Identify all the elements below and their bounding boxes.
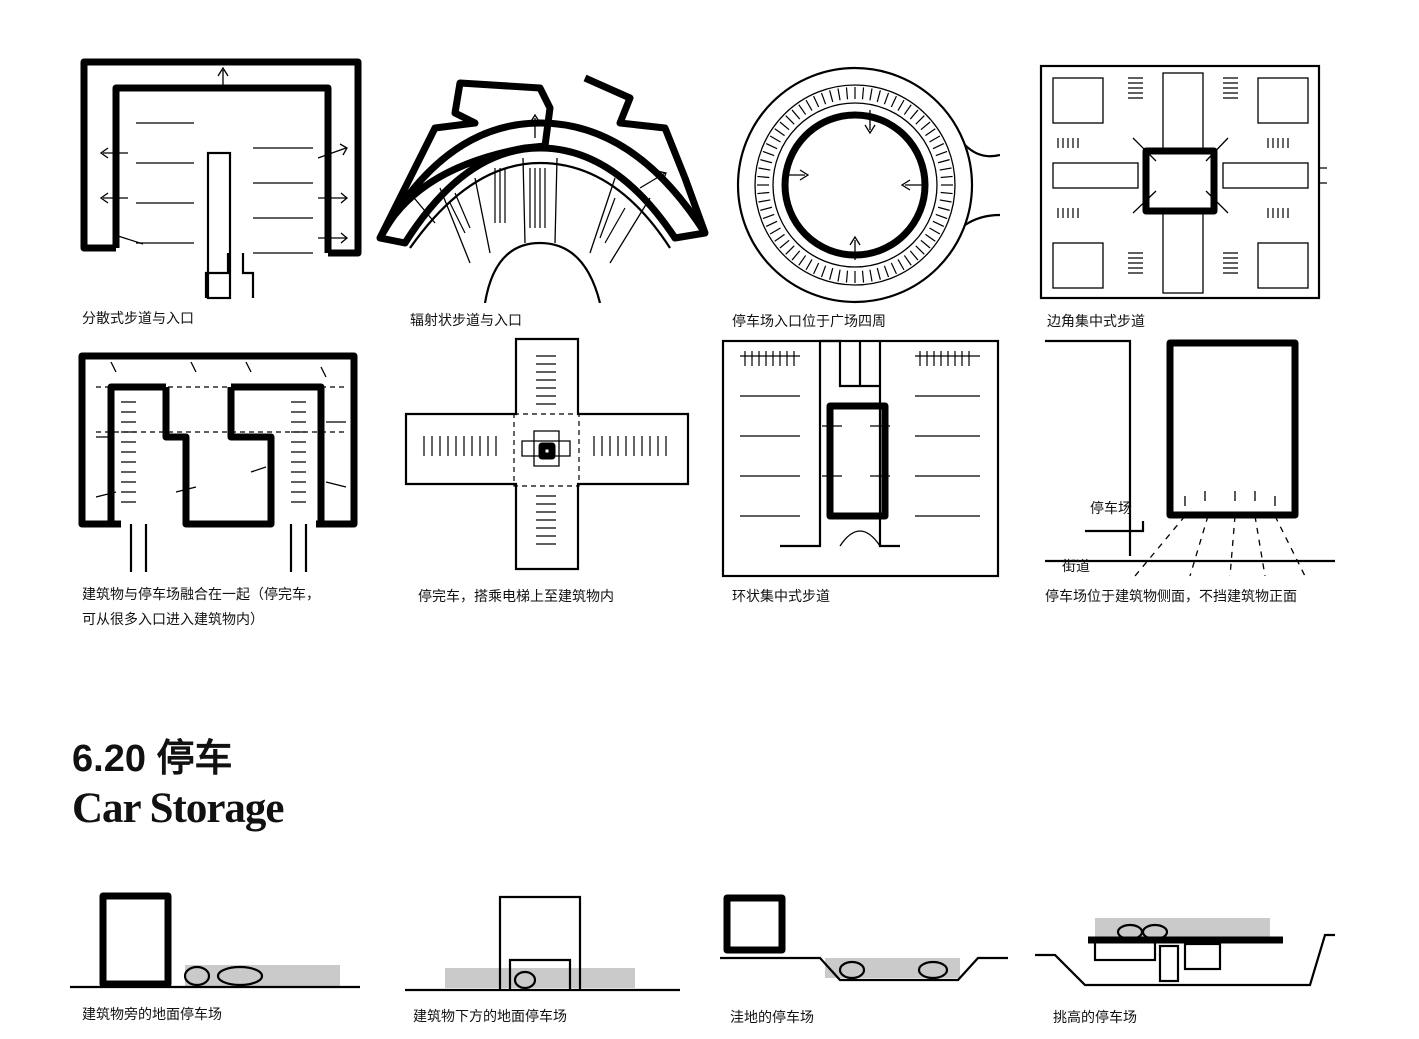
parking-stall-line bbox=[937, 206, 950, 211]
caption-dispersed-walkways: 分散式步道与入口 bbox=[82, 311, 194, 327]
parking-stall-line bbox=[915, 245, 925, 255]
parking-stall-line bbox=[813, 262, 820, 275]
caption-ring-concentrated: 环状集中式步道 bbox=[732, 589, 830, 605]
parking-stall-line bbox=[779, 239, 790, 249]
caption-beside-building: 建筑物旁的地面停车场 bbox=[82, 1007, 222, 1023]
caption-under-building: 建筑物下方的地面停车场 bbox=[413, 1009, 567, 1025]
caption-side-parking: 停车场位于建筑物侧面，不挡建筑物正面 bbox=[1045, 589, 1297, 605]
parking-stall-line bbox=[935, 213, 948, 220]
parking-stall-line bbox=[805, 259, 813, 271]
parking-stall-line bbox=[929, 227, 941, 235]
parking-stall-line bbox=[791, 109, 801, 120]
caption-elevator-cross: 停完车，搭乘电梯上至建筑物内 bbox=[418, 589, 614, 605]
parking-stall-line bbox=[932, 220, 945, 227]
diagram-integrated-building bbox=[76, 352, 361, 572]
parking-stall-line bbox=[779, 121, 790, 131]
diagram-corner-concentrated bbox=[1038, 63, 1328, 303]
parking-stall-line bbox=[757, 191, 770, 195]
parking-stall-line bbox=[897, 99, 905, 111]
caption-integrated-building-line1: 建筑物与停车场融合在一起（停完车， bbox=[82, 587, 320, 603]
parking-stall-line bbox=[798, 255, 807, 266]
parking-stall-line bbox=[940, 191, 953, 195]
parking-stall-line bbox=[769, 135, 781, 143]
section-title-number: 6.20 停车 bbox=[72, 738, 233, 780]
parking-stall-line bbox=[798, 104, 807, 115]
parking-stall-line bbox=[929, 135, 941, 143]
parking-stall-line bbox=[876, 90, 881, 103]
parking-stall-line bbox=[883, 92, 890, 105]
caption-elevated-lot: 挑高的停车场 bbox=[1053, 1010, 1137, 1026]
section-title: 6.20 停车 Car Storage bbox=[72, 734, 285, 834]
parking-stall-line bbox=[829, 267, 834, 280]
parking-stall-line bbox=[861, 87, 865, 100]
parking-stall-line bbox=[876, 267, 881, 280]
caption-integrated-building-line2: 可从很多入口进入建筑物内） bbox=[82, 612, 264, 628]
parking-stall-line bbox=[758, 199, 771, 203]
parking-stall-line bbox=[785, 245, 795, 255]
parking-stall-line bbox=[883, 265, 890, 278]
parking-stall-line bbox=[758, 167, 771, 171]
parking-stall-line bbox=[837, 269, 841, 282]
parking-stall-line bbox=[845, 87, 849, 100]
parking-stall-line bbox=[765, 143, 778, 150]
parking-stall-line bbox=[774, 128, 785, 137]
parking-stall-line bbox=[760, 159, 773, 164]
parking-stall-line bbox=[757, 175, 770, 179]
parking-stall-line bbox=[869, 88, 873, 101]
caption-plaza-perimeter: 停车场入口位于广场四周 bbox=[732, 314, 886, 330]
parking-stall-line bbox=[909, 250, 919, 261]
parking-stall-line bbox=[890, 95, 897, 108]
parking-stall-line bbox=[932, 143, 945, 150]
parking-stall-line bbox=[937, 159, 950, 164]
parking-stall-line bbox=[845, 270, 849, 283]
parking-stall-line bbox=[769, 227, 781, 235]
caption-sunken-lot: 洼地的停车场 bbox=[730, 1010, 814, 1026]
parking-stall-line bbox=[940, 175, 953, 179]
section-sunken-lot bbox=[715, 890, 1010, 1000]
parking-stall-line bbox=[920, 239, 931, 249]
parking-stall-line bbox=[925, 233, 936, 242]
parking-stall-line bbox=[760, 206, 773, 211]
parking-stall-line bbox=[903, 255, 912, 266]
section-under-building bbox=[400, 890, 690, 1000]
diagram-plaza-perimeter bbox=[735, 65, 1000, 305]
diagram-side-parking: 停车场 街道 bbox=[1040, 336, 1340, 581]
parking-stall-line bbox=[909, 109, 919, 120]
parking-stall-line bbox=[785, 115, 795, 125]
parking-stall-line bbox=[765, 220, 778, 227]
parking-stall-line bbox=[820, 265, 827, 278]
parking-stall-line bbox=[820, 92, 827, 105]
parking-stall-line bbox=[762, 150, 775, 157]
label-parking-lot: 停车场 bbox=[1090, 501, 1132, 517]
diagram-ring-concentrated bbox=[720, 336, 1005, 578]
parking-stall-line bbox=[920, 121, 931, 131]
diagram-elevator-cross bbox=[404, 336, 694, 576]
parking-stall-line bbox=[925, 128, 936, 137]
parking-stall-line bbox=[861, 270, 865, 283]
parking-stall-line bbox=[829, 90, 834, 103]
parking-stall-line bbox=[805, 99, 813, 111]
parking-stall-line bbox=[837, 88, 841, 101]
parking-stall-line bbox=[762, 213, 775, 220]
parking-stall-line bbox=[939, 167, 952, 171]
parking-stall-line bbox=[935, 150, 948, 157]
parking-stall-line bbox=[903, 104, 912, 115]
label-street: 街道 bbox=[1062, 559, 1090, 575]
parking-stall-line bbox=[774, 233, 785, 242]
section-beside-building bbox=[65, 890, 365, 1000]
parking-stall-line bbox=[939, 199, 952, 203]
diagram-radial-walkways bbox=[375, 68, 710, 303]
parking-stall-line bbox=[813, 95, 820, 108]
section-title-english: Car Storage bbox=[72, 785, 285, 832]
caption-corner-concentrated: 边角集中式步道 bbox=[1047, 314, 1145, 330]
parking-stall-line bbox=[869, 269, 873, 282]
parking-stall-line bbox=[915, 115, 925, 125]
parking-stall-line bbox=[791, 250, 801, 261]
caption-radial-walkways: 辐射状步道与入口 bbox=[410, 313, 522, 329]
section-elevated-lot bbox=[1030, 910, 1340, 1000]
parking-stall-line bbox=[890, 262, 897, 275]
diagram-dispersed-walkways bbox=[78, 58, 368, 303]
parking-stall-line bbox=[897, 259, 905, 271]
